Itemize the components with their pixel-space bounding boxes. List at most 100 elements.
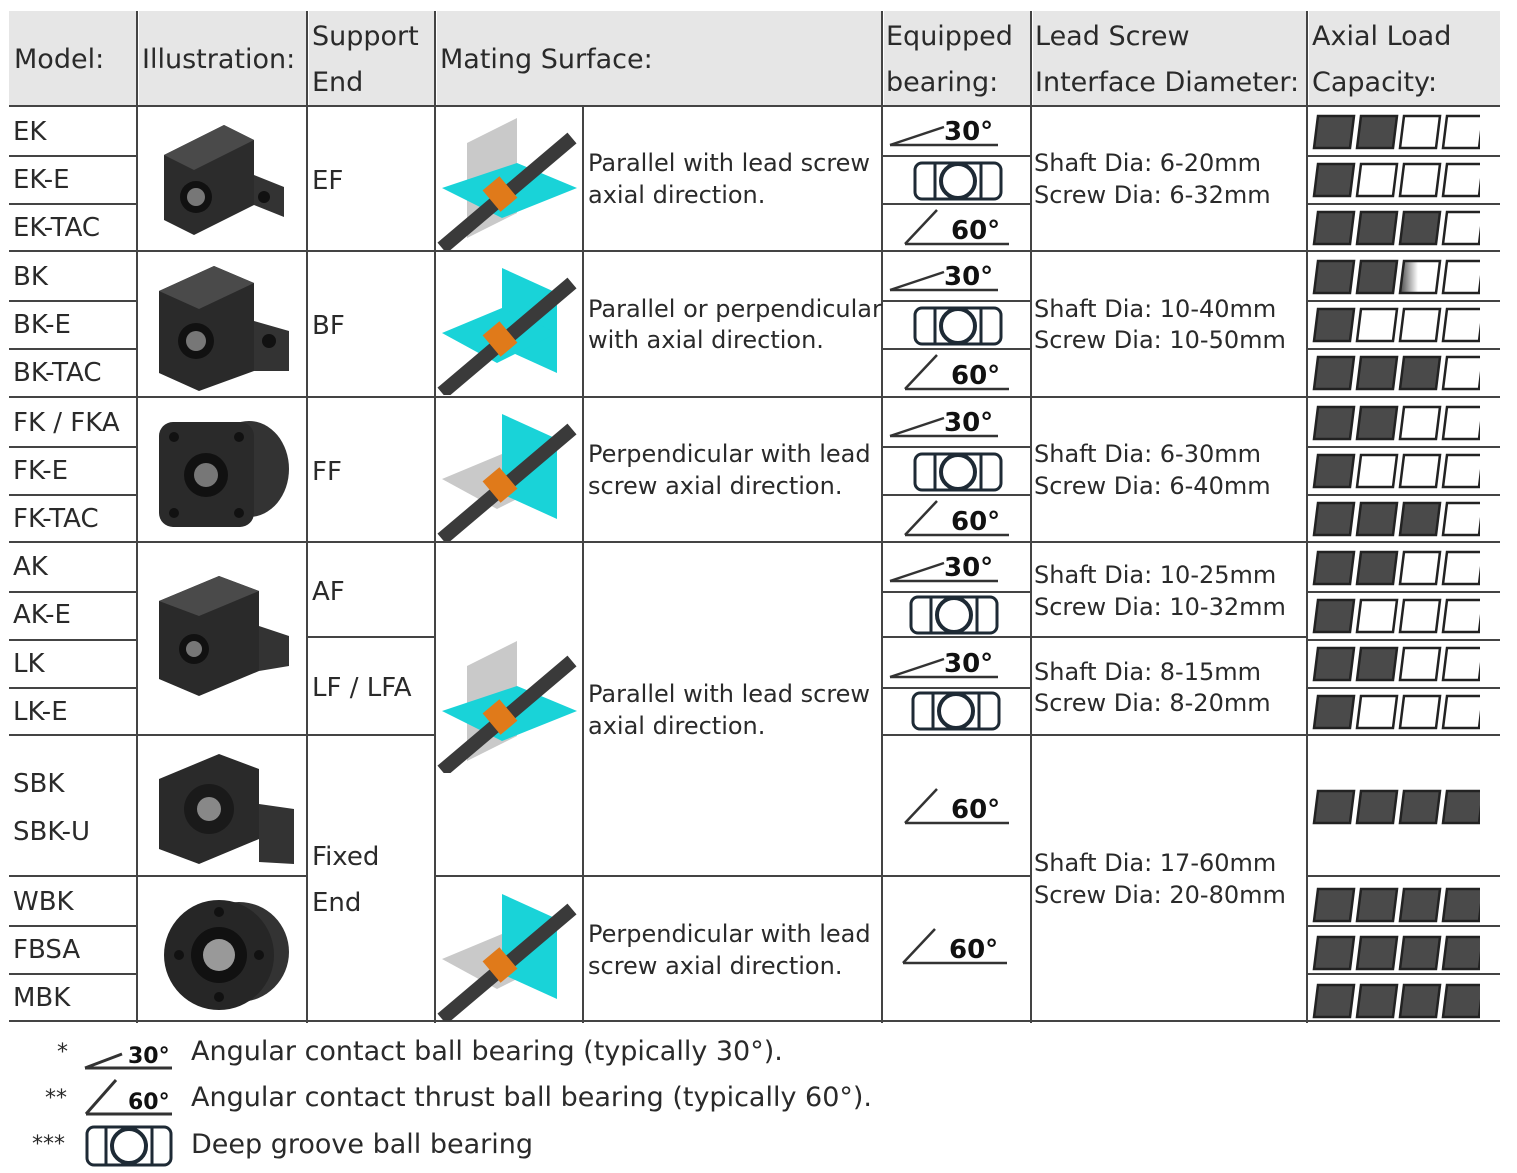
lead-ak-shaft: Shaft Dia: 10-25mm [1034,561,1277,589]
lead-sbk-screw: Screw Dia: 20-80mm [1034,881,1286,909]
axial-load-meter [1312,789,1480,825]
load-block [1398,162,1442,198]
mating-desc-wbk-line1: Perpendicular with lead [588,920,871,948]
lead-fk-screw: Screw Dia: 6-40mm [1034,472,1271,500]
bearing-30-label: 30° [944,117,993,147]
subrow-line [881,494,1030,496]
load-block [1355,983,1399,1019]
axial-load-meter [1312,935,1480,971]
header-mating-bg [437,11,881,106]
subrow-line [9,925,136,927]
illustration-wbk-unit [164,900,289,1010]
support-end-af: AF [312,577,345,607]
legend-60-label: 60° [128,1090,170,1115]
axial-load-meter [1312,355,1480,391]
angular-thrust-60-icon: 60° [904,788,1009,825]
header-model-bg [9,11,136,106]
load-block [1355,789,1399,825]
mating-image-parallel-perp-bk [437,268,577,395]
subrow-line [881,591,1030,593]
load-block [1312,453,1356,489]
load-block [1312,355,1356,391]
model-name: LK-E [13,697,68,727]
hline [9,541,1500,543]
axial-load-meter [1312,259,1480,295]
angular-contact-30-icon: 30° [889,408,998,438]
subrow-line [881,348,1030,350]
angular-contact-30-icon: 30° [889,117,998,147]
header-lead-line1: Lead Screw [1035,21,1190,52]
header-axial-line2: Capacity: [1312,67,1438,98]
deep-groove-ball-icon [911,691,1001,731]
load-block [1398,259,1442,295]
load-block [1312,501,1356,537]
subrow-line [1306,973,1500,975]
bearing-60-label: 60° [951,361,1000,391]
axial-load-meter [1312,162,1480,198]
model-name: BK [13,262,48,292]
load-block [1398,646,1442,682]
subrow-line [9,591,136,593]
load-block [1441,162,1480,198]
subrow-line [1306,348,1500,350]
vline [136,11,138,1023]
load-block [1312,983,1356,1019]
angular-thrust-60-icon: 60° [904,209,1009,246]
mating-desc-ek-line2: axial direction. [588,181,766,209]
header-illustration: Illustration: [142,44,296,75]
mating-image-parallel-ek [437,118,577,250]
illustration-ek-unit [164,125,284,235]
model-name: FK-TAC [13,504,99,534]
load-block [1398,501,1442,537]
bearing-30-label: 30° [944,553,993,583]
load-block [1312,887,1356,923]
load-block [1441,501,1480,537]
angular-thrust-60-icon: 60° [902,928,1007,965]
lead-ak-screw: Screw Dia: 10-32mm [1034,593,1286,621]
bearing-30-label: 30° [944,262,993,292]
model-name: EK-E [13,165,70,195]
illustration-sbk-unit [159,754,294,864]
lead-fk-shaft: Shaft Dia: 6-30mm [1034,440,1262,468]
load-block [1355,935,1399,971]
angular-contact-30-icon: 30° [84,1044,172,1070]
vline [306,11,308,1023]
subrow-line [9,639,136,641]
legend-text-30: Angular contact ball bearing (typically … [191,1036,783,1067]
hline [306,636,434,638]
load-block [1312,646,1356,682]
illustration-bk-unit [159,266,289,391]
axial-load-meter [1312,453,1480,489]
bearing-60-label: 60° [949,935,998,965]
load-block [1441,114,1480,150]
subrow-line [9,687,136,689]
subrow-line [881,446,1030,448]
subrow-line [9,973,136,975]
subrow-line [9,494,136,496]
subrow-line [9,203,136,205]
axial-load-meter [1312,210,1480,246]
legend-text-deep-groove: Deep groove ball bearing [191,1129,534,1160]
axial-load-meter [1312,598,1480,634]
bearing-legend: * 30° Angular contact ball bearing (typi… [0,1030,1517,1173]
lead-ek-screw: Screw Dia: 6-32mm [1034,181,1271,209]
subrow-line [1306,300,1500,302]
support-units-spec-table: Model: Illustration: Support End Mating … [9,11,1500,1023]
deep-groove-ball-icon [913,161,1003,201]
header-lead-line2: Interface Diameter: [1035,67,1300,98]
hline [1306,734,1500,736]
vline [582,107,584,1023]
subrow-line [881,300,1030,302]
mating-desc-ak-line1: Parallel with lead screw [588,680,871,708]
support-end-bf: BF [312,311,345,341]
axial-load-meter [1312,646,1480,682]
vline [881,11,883,1023]
axial-load-meter [1312,694,1480,730]
subrow-line [881,155,1030,157]
angular-contact-30-icon: 30° [889,262,998,292]
load-block [1312,259,1356,295]
table-bottom-line [9,1020,1500,1022]
axial-load-meter [1312,501,1480,537]
support-end-fixed-line1: Fixed [312,842,380,872]
model-name: EK [13,117,47,147]
